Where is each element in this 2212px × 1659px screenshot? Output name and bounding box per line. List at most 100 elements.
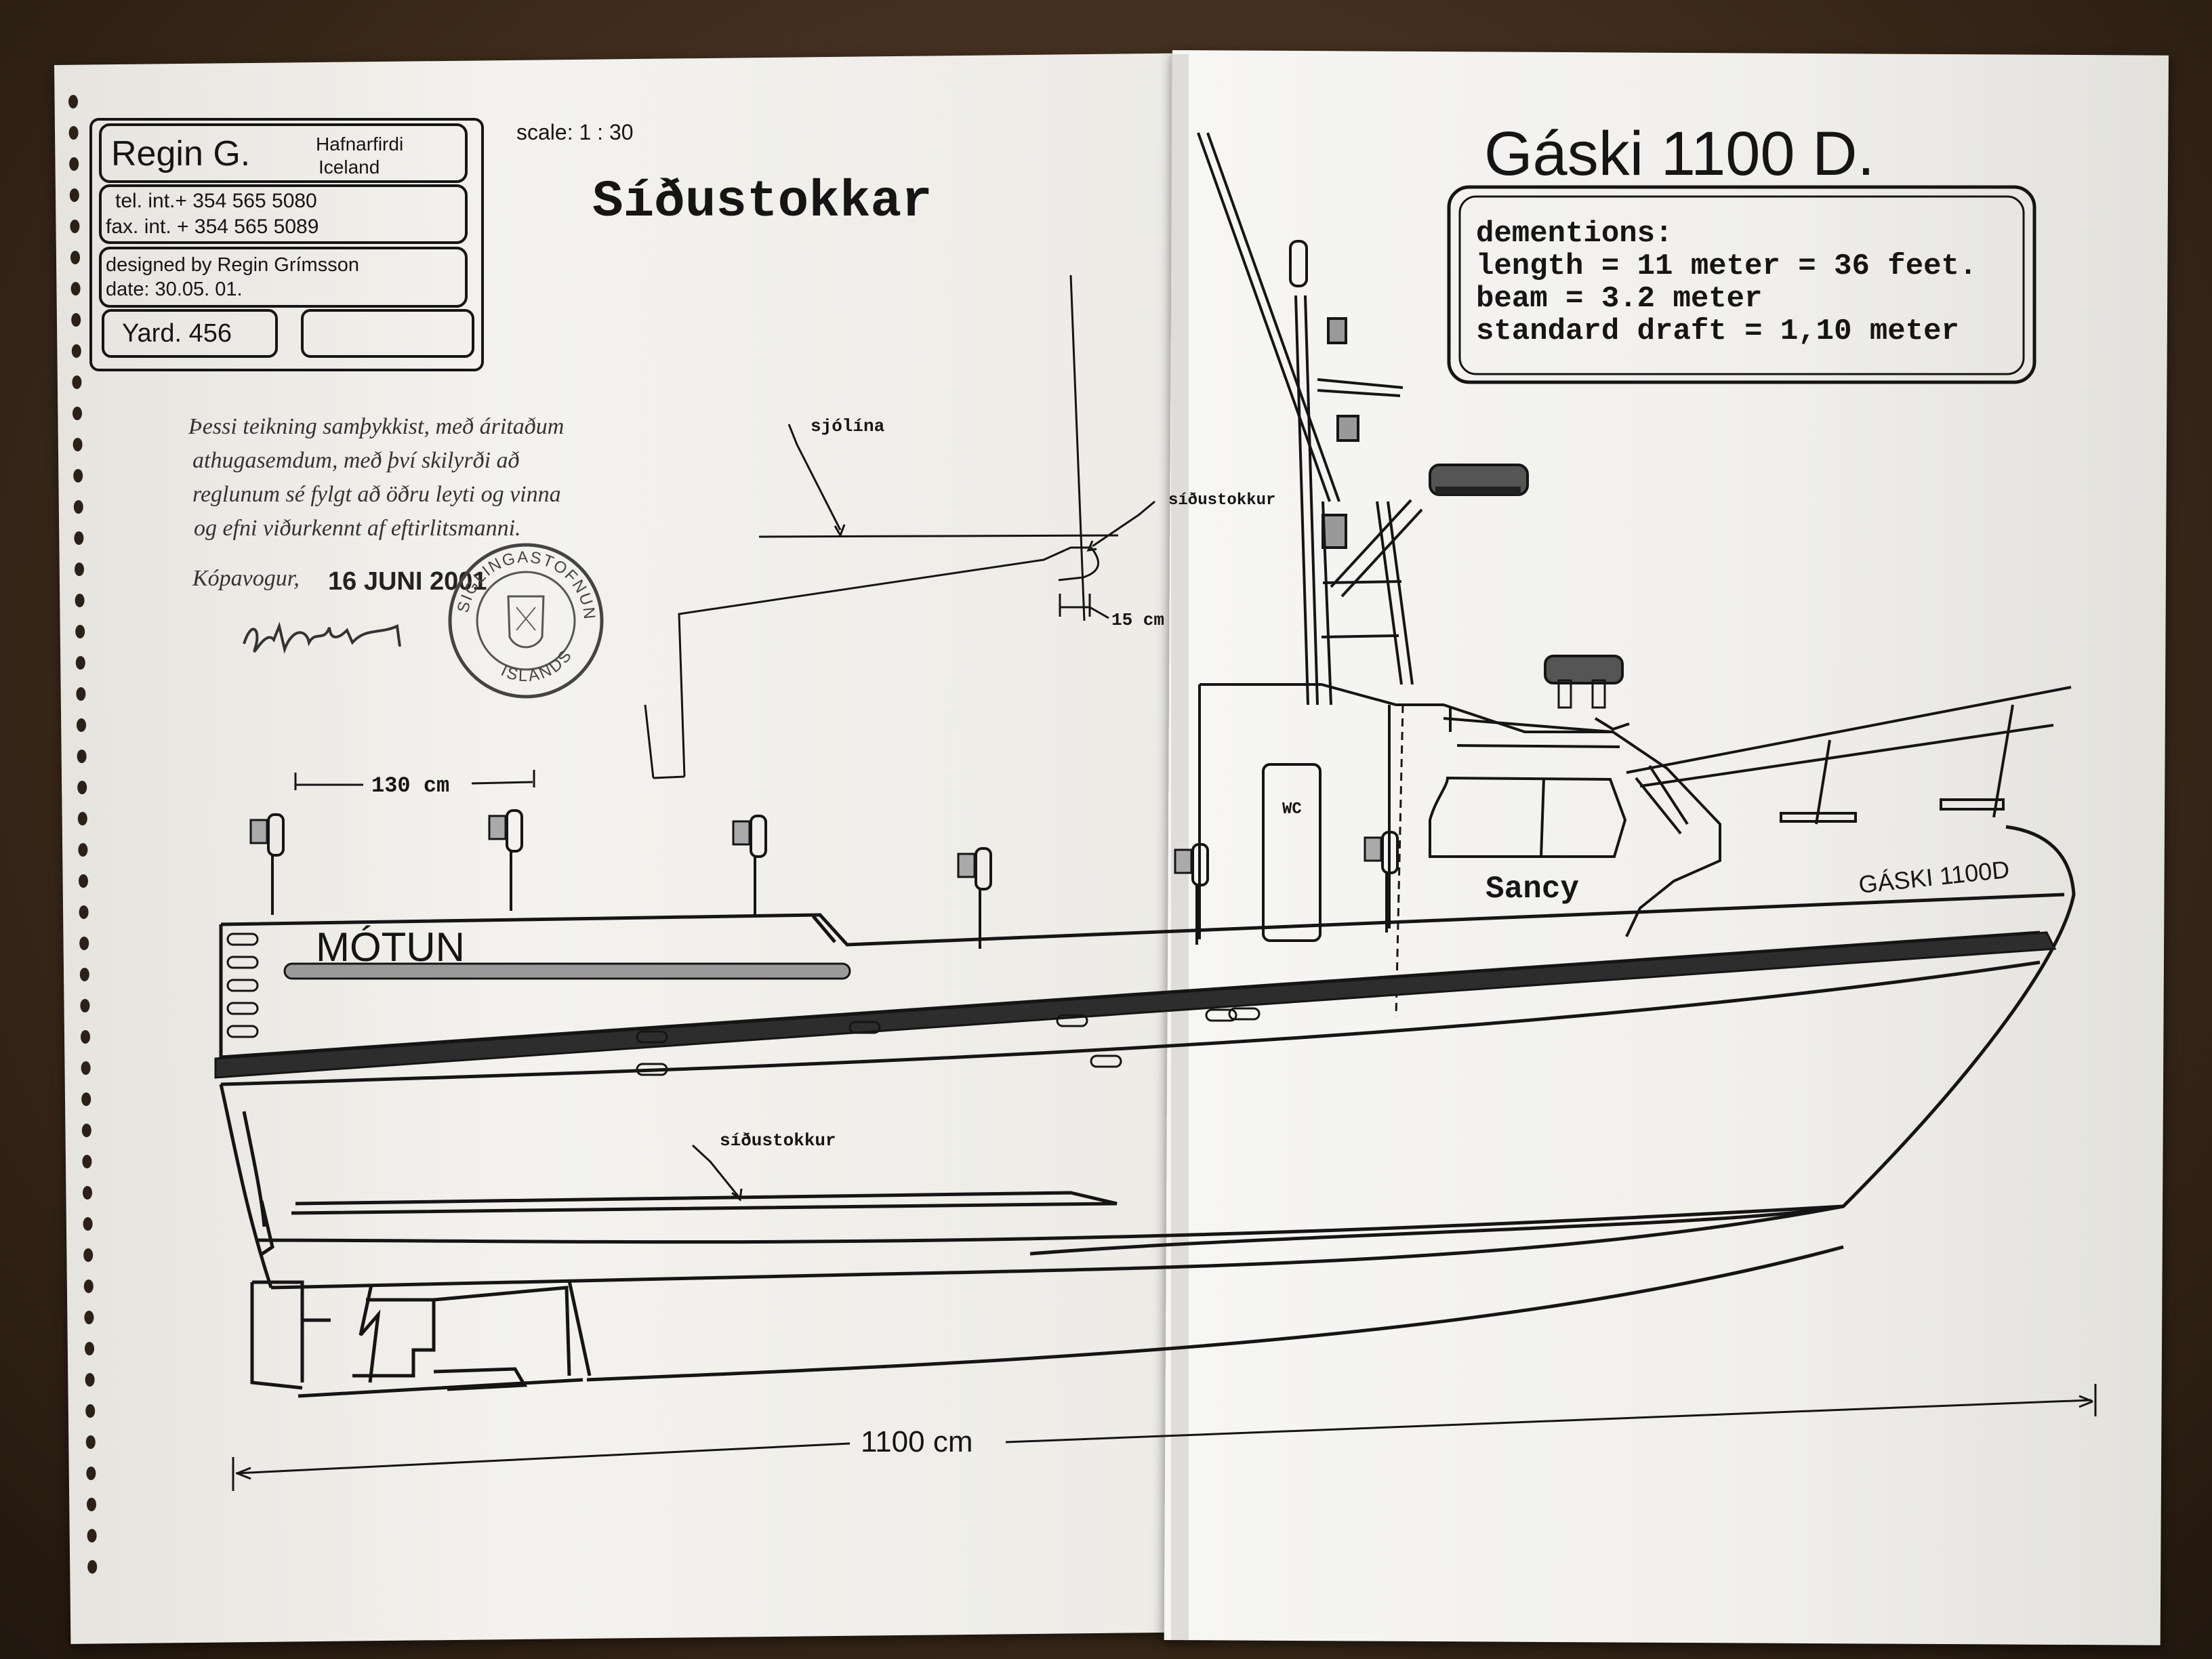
- cabin-window: [1429, 776, 1627, 858]
- boat-name-sancy: Sancy: [1486, 872, 1579, 907]
- yard-number: Yard. 456: [122, 319, 232, 348]
- detail-strake-label: síðustokkur: [1168, 491, 1275, 510]
- name-strip: [283, 962, 851, 980]
- binder-hole: [75, 594, 85, 607]
- radar-dome-upper: [1429, 464, 1529, 496]
- hull-strake-label: síðustokkur: [720, 1130, 836, 1151]
- deck-fenders: [249, 809, 1399, 949]
- binder-hole: [83, 1186, 92, 1200]
- binder-hole: [87, 1560, 98, 1574]
- hull-marking: GÁSKI 1100D: [1858, 855, 2011, 899]
- strake-leader-line: [691, 1144, 743, 1202]
- approval-stamp-date: 16 JUNI 2001: [328, 567, 487, 596]
- scale-label: scale: 1 : 30: [516, 120, 634, 144]
- binder-hole: [83, 1279, 94, 1293]
- hull: [219, 825, 2076, 1398]
- seal-top-text: SIGLINGASTOFNUN: [454, 548, 598, 621]
- page-fold-shadow: [1171, 54, 1189, 1640]
- dimensions-header: dementions:: [1476, 217, 1673, 251]
- binder-hole: [85, 1404, 96, 1418]
- fender: [1364, 831, 1399, 933]
- binder-hole: [81, 1030, 90, 1044]
- binder-hole: [70, 282, 81, 295]
- binder-holes: [68, 95, 98, 1574]
- designed-by: designed by Regin Grímsson: [106, 254, 359, 276]
- telephone-number: tel. int.+ 354 565 5080: [115, 190, 317, 212]
- binder-hole: [73, 438, 83, 451]
- binder-hole: [79, 874, 88, 888]
- wc-label: WC: [1282, 800, 1302, 819]
- waterline-label: sjólína: [811, 416, 884, 436]
- fender: [957, 847, 992, 949]
- binder-hole: [74, 531, 84, 545]
- binder-hole: [77, 750, 87, 763]
- fender: [1174, 843, 1209, 945]
- binder-hole: [73, 407, 82, 420]
- binder-hole: [85, 1435, 96, 1449]
- approval-line-3: reglunum sé fylgt að öðru leyti og vinna: [192, 482, 561, 507]
- title-block: [89, 118, 484, 371]
- official-seal: SIGLINGASTOFNUN ISLANDS: [448, 543, 604, 699]
- overall-length-dimension: [232, 1384, 2097, 1491]
- porthole: [848, 1021, 881, 1034]
- binder-hole: [79, 905, 89, 919]
- seal-bottom-text: ISLANDS: [498, 646, 575, 686]
- designer-country: Iceland: [319, 157, 380, 178]
- porthole: [1228, 1007, 1261, 1021]
- dimensions-box: [1447, 185, 2036, 384]
- binder-hole: [81, 1061, 91, 1075]
- binder-hole: [83, 1248, 94, 1262]
- binder-hole: [71, 313, 81, 327]
- binder-hole: [81, 1092, 91, 1106]
- signature: [243, 621, 401, 654]
- porthole: [1205, 1008, 1237, 1022]
- binder-hole: [69, 157, 79, 171]
- spacing-dimension: [294, 770, 535, 790]
- binder-hole: [77, 781, 87, 794]
- strake-detail: [644, 274, 1155, 779]
- radar-dome-lower: [1544, 655, 1624, 709]
- drawing-title: Síðustokkar: [592, 173, 933, 231]
- binder-hole: [83, 1217, 93, 1231]
- binder-hole: [73, 500, 83, 514]
- porthole: [1090, 1054, 1122, 1068]
- binder-hole: [81, 1124, 91, 1137]
- binder-hole: [77, 812, 87, 825]
- fender: [488, 809, 523, 911]
- binder-hole: [68, 126, 79, 140]
- rubrail: [214, 931, 2057, 1079]
- binder-hole: [70, 220, 80, 233]
- binder-hole: [79, 968, 89, 981]
- binder-hole: [72, 375, 82, 389]
- binder-hole: [84, 1311, 94, 1324]
- approval-line-2: athugasemdum, með því skilyrði að: [192, 448, 520, 473]
- cabin: [1198, 683, 1721, 942]
- binder-hole: [87, 1529, 97, 1542]
- fax-number: fax. int. + 354 565 5089: [106, 216, 319, 238]
- designer-name: Regin G.: [111, 134, 250, 173]
- fender: [732, 815, 767, 916]
- designer-city: Hafnarfirdi: [316, 134, 403, 155]
- boat-model: Gáski 1100 D.: [1484, 119, 1875, 188]
- hull-name-motun: MÓTUN: [316, 924, 465, 970]
- detail-offset-label: 15 cm: [1111, 610, 1164, 630]
- porthole: [226, 956, 259, 969]
- binder-hole: [68, 95, 78, 108]
- binder-hole: [77, 718, 86, 732]
- binder-hole: [87, 1498, 96, 1511]
- binder-hole: [79, 937, 89, 950]
- binder-hole: [86, 1467, 96, 1480]
- bow-railing: [1626, 686, 2072, 825]
- wc-door: [1262, 763, 1322, 942]
- dashed-bulkhead: [1395, 704, 1404, 1017]
- mast: [1197, 132, 1423, 705]
- porthole: [1056, 1014, 1088, 1027]
- binder-hole: [70, 251, 80, 264]
- porthole: [226, 979, 259, 992]
- binder-hole: [71, 344, 81, 358]
- fender: [249, 813, 285, 915]
- dimension-length: length = 11 meter = 36 feet.: [1476, 249, 1977, 283]
- binder-hole: [85, 1373, 95, 1387]
- svg-text:ISLANDS: ISLANDS: [498, 646, 577, 686]
- spacing-label: 130 cm: [371, 773, 449, 798]
